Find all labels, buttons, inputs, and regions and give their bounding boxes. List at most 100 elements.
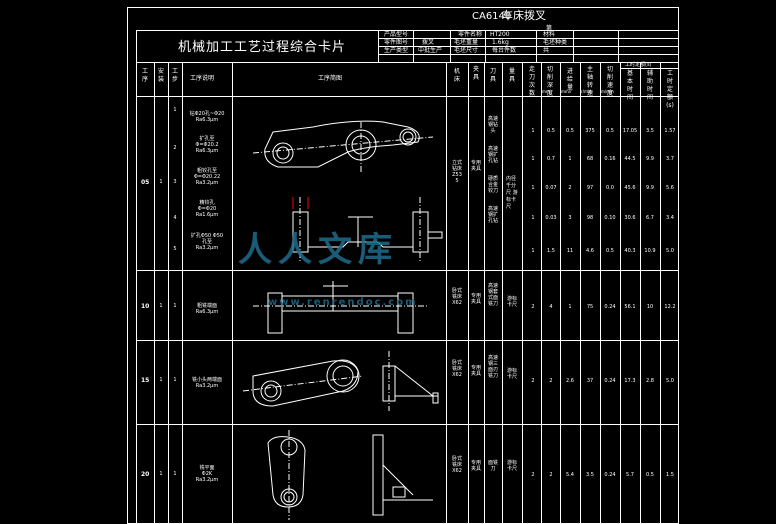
op05-tool2: 高速钢扩孔钻 [487,146,498,164]
op05-step1-total: 1.57 [664,128,676,134]
op15-step1-basic: 17.3 [624,378,636,384]
production-type-value: 中批生产 [418,47,443,54]
op10-tool: 高速钢套式面铣刀 [487,283,498,307]
product-model-label: 产品型号 [384,31,409,38]
op20-fixture: 专用夹具 [470,460,481,472]
op10-fixture: 专用夹具 [470,293,481,305]
op05-step3-desc: 粗铰孔至 Φ=Φ20.22 Ra3.2μm [193,168,221,186]
op20-step1-feed: 5.4 [566,472,574,478]
op05-step3-depth: 1 [531,185,535,191]
op05-step4-depth: 1 [531,215,535,221]
op20-step1-rpm: 3.5 [586,472,594,478]
op05-step1-cut: 0.5 [547,128,555,134]
qty-label: 每台件数 [492,47,517,54]
col-cutting-speed: 切削速度 [606,66,613,97]
op10-step1-cut: 4 [549,304,553,310]
col-process-no: 工序 [141,68,148,83]
op05-step5-speed: 0.5 [606,248,614,254]
op05-step2-no: 2 [173,145,177,151]
op20-step1-no: 1 [173,471,177,477]
op05-tool3: 硬质合金铰刀 [487,176,498,194]
op10-step1-no: 1 [173,303,177,309]
op05-step2-rpm: 68 [586,156,594,162]
col-passes: 走刀次数 [528,66,535,97]
op05-step1-no: 1 [173,107,177,113]
op15-step1-cut: 2 [549,378,553,384]
op15-install: 1 [159,377,163,383]
op05-step2-cut: 0.7 [547,156,555,162]
op05-step3-cut: 0.07 [545,185,557,191]
op05-step5-cut: 1.5 [547,248,555,254]
op05-step2-desc: 扩孔至 Φ=Φ20.2 Ra6.3μm [195,136,219,154]
process-card-sheet: CA6140 车床拨叉 第 机械加工工艺过程综合卡片 产品型号 零件名称 HT2… [127,7,679,524]
part-name-value: 拨叉 [422,39,435,46]
blank-weight-label: 毛坯重量 [454,39,479,46]
op15-step1-feed: 2.6 [566,378,574,384]
op05-step3-rpm: 97 [586,185,594,191]
op05-step1-feed: 0.5 [566,128,574,134]
op15-sketch [242,351,439,411]
op05-step4-basic: 30.6 [624,215,636,221]
op05-step5-feed: 11 [566,248,574,254]
part-title: 车床拨叉 [502,9,546,22]
op05-machine: 立式钻床Z535 [451,160,462,184]
col-gauge: 量具 [508,68,515,83]
op15-step1-depth: 2 [531,378,535,384]
op20-no: 20 [141,471,150,478]
op20-step1-speed: 0.24 [604,472,616,478]
op05-step4-feed: 3 [568,215,572,221]
drawing-number: CA6140 [472,11,512,22]
sheet-label: 第 [546,25,553,32]
op15-step1-no: 1 [173,377,177,383]
op10-step1-total: 12.2 [664,304,676,310]
op15-step1-desc: 铣小头两端面 Ra3.2μm [191,377,222,389]
op05-step1-aux: 3.5 [646,128,654,134]
unit-mm: mm [542,89,550,94]
watermark-url: www.renrendoc.com [268,297,418,308]
op05-step5-aux: 10.9 [644,248,656,254]
col-machine: 机床 [453,68,460,83]
op05-step2-basic: 44.5 [624,156,636,162]
op05-step4-aux: 6.7 [646,215,654,221]
watermark-cn: 人人文库 [238,230,398,270]
op10-step1-speed: 0.24 [604,304,616,310]
op10-no: 10 [141,303,150,310]
col-basic-time: 基本时间 [626,70,633,101]
op05-step3-speed: 0.0 [606,185,614,191]
op05-step4-cut: 0.03 [545,215,557,221]
col-cut-depth: 切削深度 [546,66,553,97]
col-step-desc: 工序说明 [190,75,215,82]
op20-step1-desc: 铣平面 Φ2K Ra3.2μm [195,465,219,483]
op05-step2-depth: 1 [531,156,535,162]
op20-install: 1 [159,471,163,477]
op20-machine: 卧式铣床X62 [451,456,462,474]
op05-tool4: 高速钢扩孔钻 [487,206,498,224]
op10-step1-aux: 10 [646,304,654,310]
op05-step1-desc: 钻Φ20孔~Φ20 Ra6.3μm [189,111,225,123]
col-tool: 刀具 [489,68,496,83]
op05-step5-depth: 1 [531,248,535,254]
op05-step2-speed: 0.16 [604,156,616,162]
op20-tool: 面铣刀 [487,460,498,472]
product-name-label: 零件图号 [384,39,409,46]
op10-step1-feed: 1 [568,304,572,310]
op20-sketch [267,430,433,520]
part-name-label: 零件名称 [458,31,483,38]
op20-step1-depth: 2 [531,472,535,478]
production-type-label: 生产类型 [384,47,409,54]
op05-step1-rpm: 375 [585,128,595,134]
op15-machine: 卧式铣床X62 [451,360,462,378]
op10-step1-basic: 56.1 [624,304,636,310]
col-fixture: 夹具 [472,66,479,81]
op05-step4-rpm: 98 [586,215,594,221]
op05-step1-basic: 17.05 [622,128,638,134]
op05-step5-basic: 40.3 [624,248,636,254]
op05-install: 1 [159,179,163,185]
op05-sketch [252,120,443,262]
op05-step1-depth: 1 [531,128,535,134]
op15-step1-total: 5.0 [666,378,674,384]
op20-step1-cut: 2 [549,472,553,478]
op10-step1-desc: 粗铣端面 Ra6.3μm [195,303,219,315]
op05-step3-aux: 9.9 [646,185,654,191]
blank-type-label: 毛坯种类 [543,39,568,46]
